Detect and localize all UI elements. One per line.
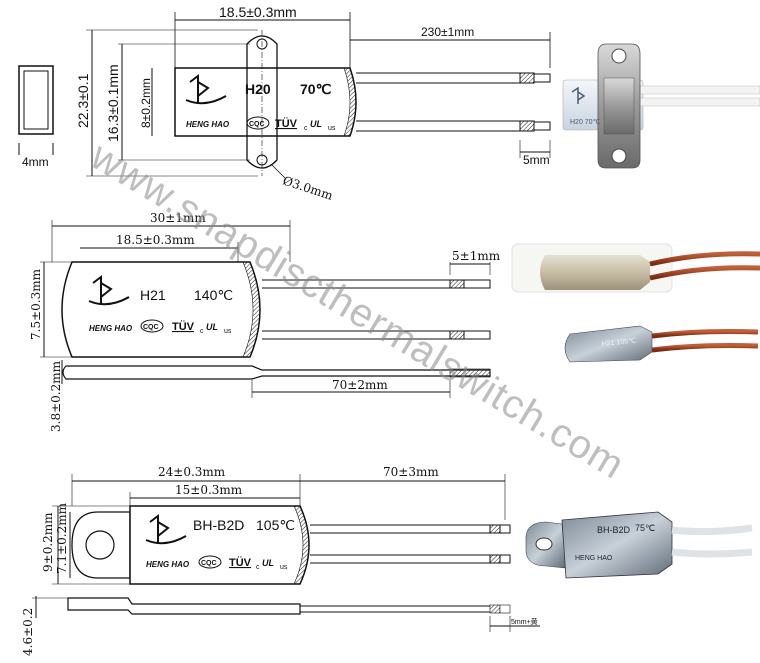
d3-cqc-mark [198, 555, 222, 569]
photo-sleeved [511, 243, 760, 293]
diagram-h20: 4mm 18.5±0.3mm 230±1mm 22.3±0.1 16.3±0.1… [18, 4, 551, 203]
d2-temp-label: 140℃ [194, 287, 233, 303]
d3-body-length-label: 15±0.3mm [175, 483, 243, 497]
d2-thickness-label: 3.8±0.2mm [49, 360, 63, 432]
svg-text:us: us [328, 125, 336, 132]
photo4-model: BH-B2D [597, 525, 631, 535]
diagram-bh-b2d: 24±0.3mm 70±3mm 15±0.3mm 9±0.2mm 7.1±0.2… [21, 465, 540, 656]
svg-text:c: c [304, 125, 308, 132]
photo4-brand: HENG HAO [575, 555, 613, 562]
svg-text:c: c [200, 328, 204, 335]
d1-model-label: H20 [245, 81, 271, 97]
d3-thickness-label: 4.6±0.2 [21, 608, 35, 656]
d3-model-label: BH-B2D [193, 517, 244, 533]
svg-text:UL: UL [262, 558, 274, 568]
svg-text:us: us [280, 564, 288, 571]
photo-h21: H21 105℃ [564, 325, 759, 363]
d2-cqc-mark [140, 319, 164, 333]
d2-leads [262, 279, 491, 340]
d2-model-label: H21 [140, 287, 166, 303]
d3-ul-mark: c UL us [256, 558, 288, 571]
photo1-marking: H20 70℃ [570, 119, 601, 126]
d1-hole-label: Ø3.0mm [281, 174, 335, 203]
d3-temp-label: 105℃ [256, 517, 295, 533]
photo-bh-b2d: BH-B2D 75℃ HENG HAO [525, 511, 753, 579]
d3-lead-length-label: 70±3mm [383, 465, 439, 479]
svg-text:UL: UL [310, 119, 322, 129]
svg-text:c: c [256, 564, 260, 571]
d3-lead-end-label: 5mm+黄 [511, 617, 538, 626]
d1-cqc-mark [246, 116, 270, 130]
d1-leads [356, 72, 551, 132]
svg-text:UL: UL [206, 322, 218, 332]
d3-height-body-label: 7.1±0.2mm [55, 502, 69, 574]
d2-height-label: 7.5±0.3mm [29, 268, 43, 340]
d1-ul-mark: c UL us [304, 119, 336, 132]
diagram-h21: 30±1mm 18.5±0.3mm 7.5±0.3mm HENG HAO H21… [29, 211, 501, 432]
d1-lead-length-label: 230±1mm [421, 25, 474, 39]
d2-hengtai-logo: HENG HAO [88, 275, 133, 333]
d2-lead-end-label: 5±1mm [452, 249, 501, 263]
d3-leads [310, 524, 511, 564]
d2-body-length-label: 18.5±0.3mm [116, 233, 195, 247]
d3-hengtai-logo: HENG HAO [145, 514, 190, 569]
d2-body [61, 261, 261, 358]
d1-mounting-tab [246, 35, 278, 169]
d1-height-outer-label: 22.3±0.1 [75, 73, 91, 128]
d1-height-mid-label: 16.3±0.1mm [105, 64, 121, 142]
side-view [18, 65, 54, 135]
photo-h20: H20 70℃ [562, 43, 760, 169]
photo3-marking: H21 105℃ [601, 337, 636, 348]
svg-text:CQC: CQC [143, 324, 159, 331]
photo4-temp: 75℃ [635, 523, 655, 533]
svg-text:CQC: CQC [249, 121, 265, 128]
d1-tuv-mark: TÜV [275, 117, 298, 130]
d2-lead-length-label: 70±2mm [332, 378, 388, 392]
d3-side-view [67, 597, 301, 615]
d1-hengtai-logo: HENG HAO [185, 74, 230, 129]
d2-tuv-mark: TÜV [172, 320, 195, 333]
d3-height-outer-label: 9±0.2mm [41, 512, 55, 572]
d3-tuv-mark: TÜV [229, 556, 252, 569]
d1-lead-end-label: 5mm [523, 153, 550, 167]
side-width-label: 4mm [22, 155, 49, 169]
svg-text:HENG HAO: HENG HAO [146, 560, 190, 569]
svg-text:us: us [224, 328, 232, 335]
svg-text:HENG HAO: HENG HAO [89, 324, 133, 333]
d3-length-label: 24±0.3mm [158, 465, 226, 479]
d3-ring-hole [85, 530, 115, 560]
d1-width-label: 18.5±0.3mm [219, 4, 297, 20]
svg-text:CQC: CQC [201, 560, 217, 567]
d2-length-label: 30±1mm [150, 211, 206, 225]
d1-temp-label: 70℃ [300, 81, 332, 97]
d1-height-body-label: 8±0.2mm [139, 78, 153, 128]
svg-text:HENG HAO: HENG HAO [186, 120, 230, 129]
d3-ring-tab [71, 511, 131, 579]
d2-ul-mark: c UL us [200, 322, 232, 335]
